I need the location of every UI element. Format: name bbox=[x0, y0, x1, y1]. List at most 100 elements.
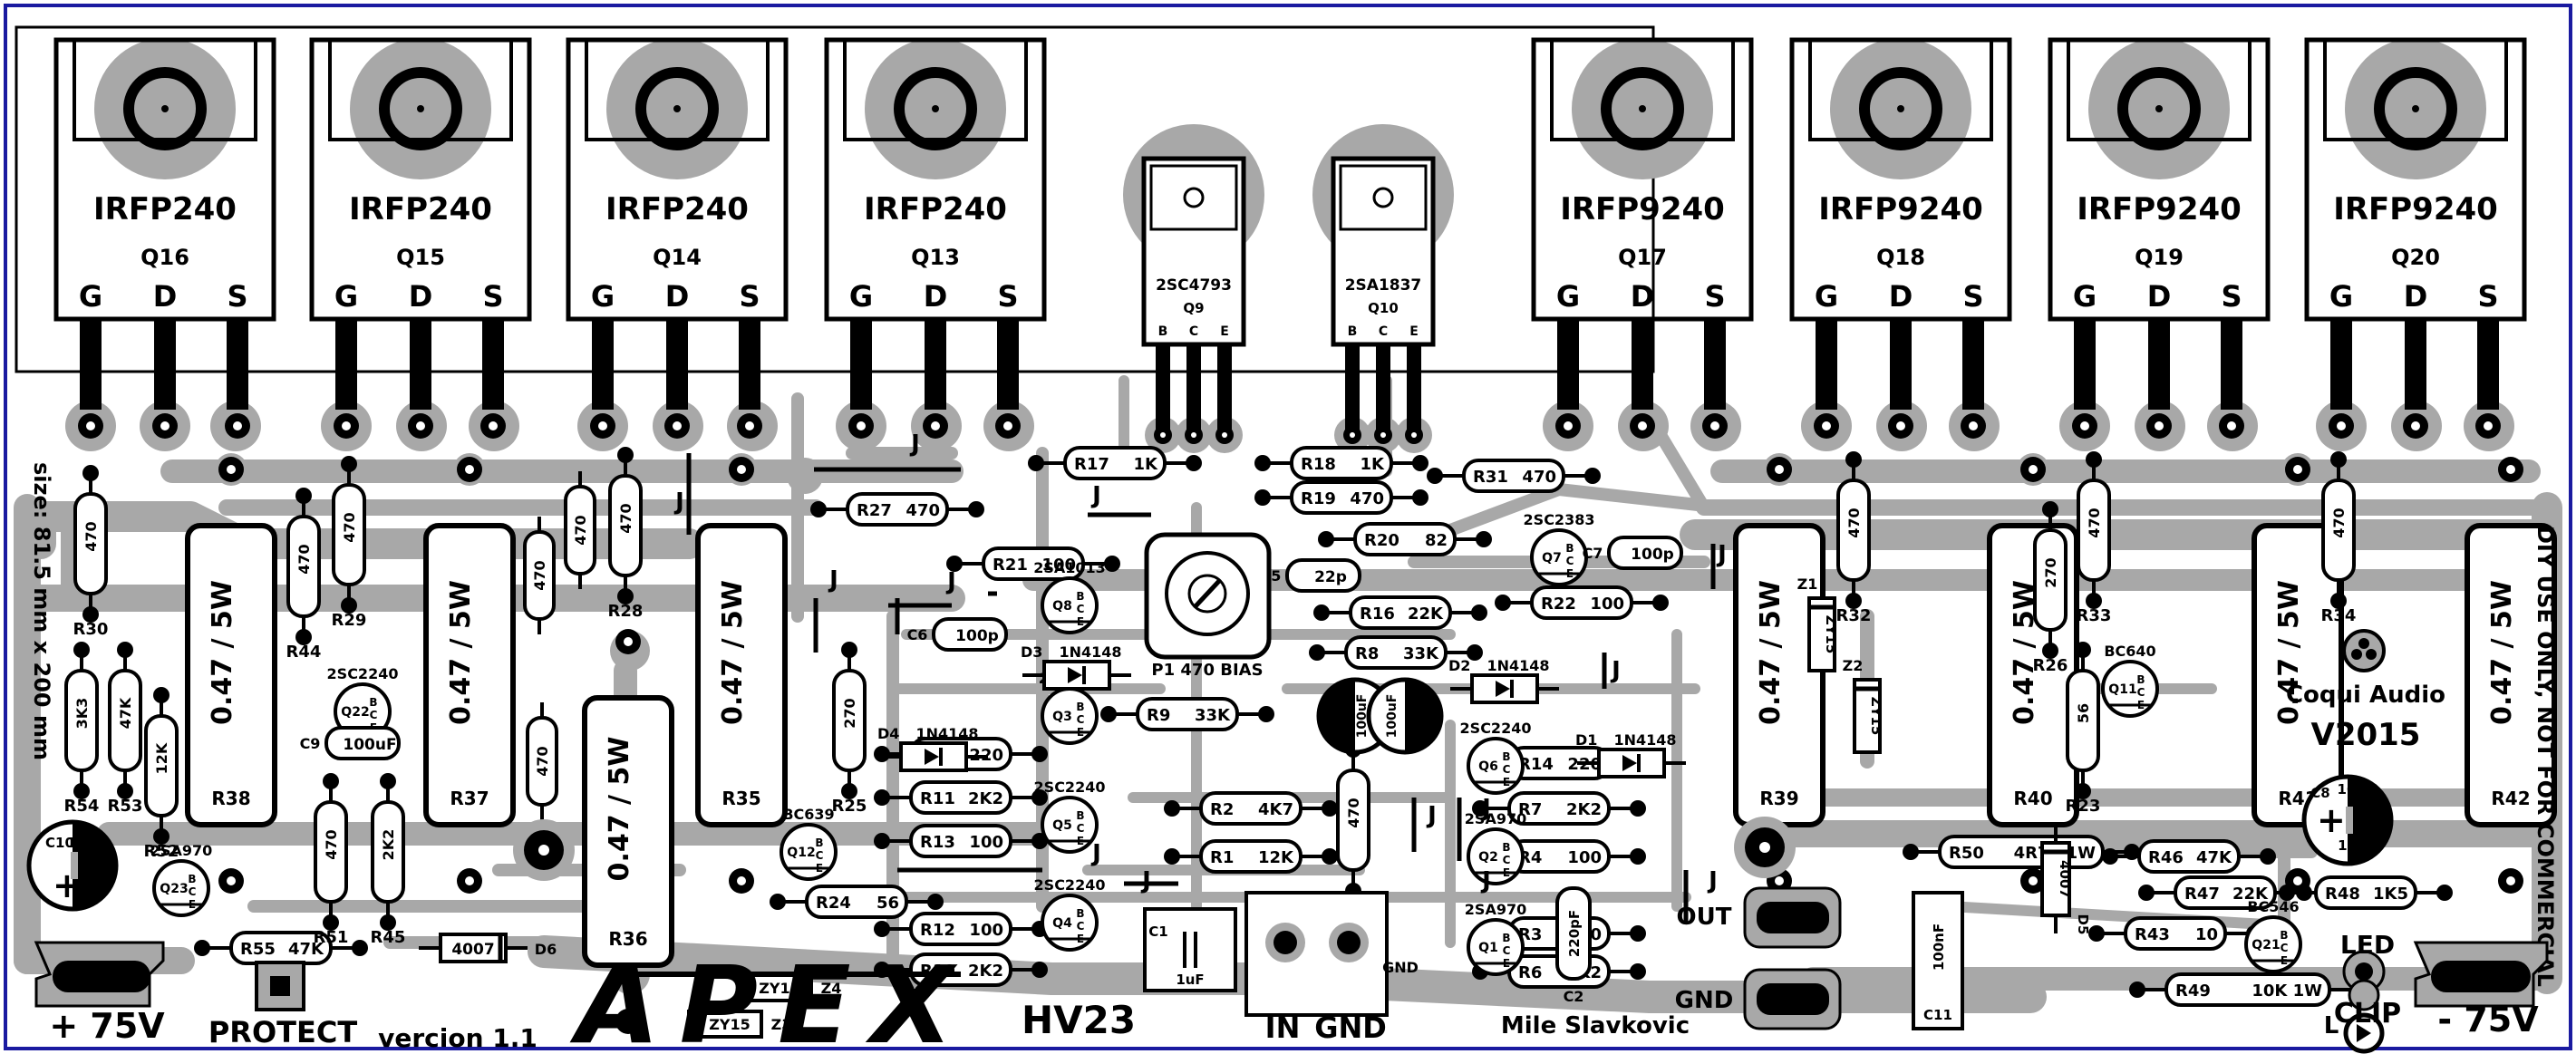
diode-part: 1N4148 bbox=[1059, 643, 1121, 661]
pin-label: B bbox=[815, 836, 823, 849]
resistor-value: 56 bbox=[2075, 703, 2092, 723]
jumper-label: J bbox=[1426, 802, 1437, 829]
pin-label: D bbox=[665, 279, 690, 314]
lead bbox=[227, 319, 248, 410]
transistor-ref: Q3 bbox=[1052, 710, 1072, 724]
pin-label: D bbox=[924, 279, 948, 314]
pin-label: C bbox=[1077, 713, 1085, 726]
power-resistor-ref: R42 bbox=[2491, 788, 2530, 809]
cap-c10: + bbox=[26, 819, 119, 912]
transistor-ref-label: Q13 bbox=[911, 245, 960, 270]
transistor-part-label: IRFP240 bbox=[93, 191, 237, 227]
pin-label: S bbox=[1962, 279, 1983, 314]
transistor-ref: Q4 bbox=[1052, 916, 1072, 931]
resistor-value: 47K bbox=[2196, 848, 2232, 867]
resistor-value: 470 bbox=[295, 544, 313, 574]
minus-75v-terminal[interactable] bbox=[2413, 941, 2549, 1008]
cap-value: 100nF bbox=[1931, 923, 1947, 971]
resistor-value: 3K3 bbox=[73, 698, 91, 730]
transistor-part-label: IRFP9240 bbox=[1818, 191, 1983, 227]
resistor-ref: R1 bbox=[1210, 848, 1234, 867]
protect-pad[interactable] bbox=[255, 961, 305, 1011]
lead bbox=[1962, 319, 1984, 410]
power-resistor-ref: R39 bbox=[1759, 788, 1798, 809]
pin-label: S bbox=[482, 279, 503, 314]
resistor-ref: R43 bbox=[2135, 925, 2170, 944]
pin-label: B bbox=[1076, 701, 1084, 713]
cap-ref: C11 bbox=[1923, 1007, 1952, 1023]
resistor-value: 470 bbox=[1345, 798, 1362, 827]
resistor-value: 12K bbox=[1258, 848, 1294, 867]
pin-label: G bbox=[1556, 279, 1580, 314]
revision: vercion 1.1 bbox=[378, 1023, 537, 1053]
transistor-ref-label: Q20 bbox=[2391, 245, 2440, 270]
diode-part: 1N4148 bbox=[1487, 657, 1549, 674]
resistor-value: 1K bbox=[1361, 455, 1386, 474]
lead bbox=[410, 319, 431, 410]
in-label: IN bbox=[1265, 1010, 1301, 1045]
diode-ref: D4 bbox=[877, 725, 899, 742]
input-connector[interactable] bbox=[1244, 891, 1389, 1017]
zener-ref: Z3 bbox=[771, 1016, 792, 1033]
pin-label: E bbox=[1077, 933, 1084, 945]
transistor-ref: Q8 bbox=[1052, 599, 1072, 614]
jumper-wires bbox=[686, 453, 1716, 924]
lead bbox=[2221, 319, 2242, 410]
resistor-ref: R3 bbox=[1518, 925, 1542, 944]
transistor-part: 2SC2240 bbox=[1034, 778, 1106, 796]
out-terminal[interactable] bbox=[1743, 886, 1842, 949]
pin-label: D bbox=[1889, 279, 1913, 314]
resistor-ref: R32 bbox=[1836, 606, 1872, 625]
lead bbox=[1704, 319, 1726, 410]
resistor-ref: R21 bbox=[993, 556, 1028, 575]
resistor-ref: R2 bbox=[1210, 800, 1234, 819]
resistor-value: 2K2 bbox=[968, 789, 1003, 808]
cap-ref: C3 bbox=[1329, 692, 1348, 709]
lead bbox=[80, 319, 102, 410]
resistor-ref: R46 bbox=[2148, 848, 2184, 867]
resistor-value: 270 bbox=[841, 698, 858, 728]
gnd-small-label: GND bbox=[1382, 959, 1419, 976]
resistor-value: 1K5 bbox=[2373, 885, 2408, 904]
pin-label: B bbox=[1076, 907, 1084, 920]
power-resistor-value: 0.47 / 5W bbox=[604, 737, 635, 882]
cap-value: 100p bbox=[1631, 546, 1674, 564]
diode-ref: D3 bbox=[1021, 643, 1042, 661]
resistor-ref: R44 bbox=[286, 643, 322, 662]
power-resistor-ref: R37 bbox=[450, 788, 489, 809]
resistor-ref: R7 bbox=[1518, 800, 1542, 819]
resistor-value: 470 bbox=[534, 746, 551, 776]
plus-75v-terminal[interactable] bbox=[34, 941, 165, 1008]
bias-potentiometer[interactable]: P1 470 BIAS bbox=[1144, 532, 1272, 680]
pin-label: G bbox=[591, 279, 615, 314]
cap-value: 100uF bbox=[1385, 694, 1399, 739]
transistor-part-label: IRFP240 bbox=[864, 191, 1007, 227]
brand-name: Coqui Audio bbox=[2286, 682, 2445, 709]
cap-ref: C4 bbox=[1417, 692, 1436, 709]
gnd-out-terminal[interactable] bbox=[1743, 968, 1842, 1030]
cap-ref: C9 bbox=[300, 735, 321, 752]
zener-part: ZY15 bbox=[1868, 697, 1884, 736]
pin-label: D bbox=[1631, 279, 1655, 314]
svg-text:APEX: APEX bbox=[569, 943, 973, 1054]
